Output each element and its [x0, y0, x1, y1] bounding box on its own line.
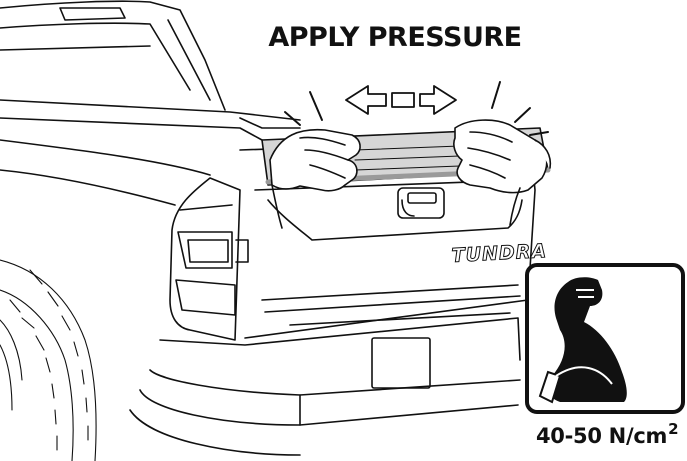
tailgate-handle	[397, 187, 445, 219]
tail-light	[169, 177, 249, 341]
pressure-spec: 40-50 N/cm2	[536, 420, 686, 448]
rear-bumper	[129, 317, 521, 456]
tundra-badge: TUNDRA	[451, 240, 547, 267]
apply-pressure-title: APPLY PRESSURE	[268, 22, 522, 53]
double-arrow-icon	[345, 85, 457, 115]
emphasis-lines	[284, 81, 549, 136]
right-hand	[453, 119, 552, 226]
rear-tire	[0, 259, 97, 461]
left-hand	[269, 128, 361, 229]
strong-arm-icon	[525, 263, 685, 414]
truck-bed	[0, 99, 301, 206]
pressure-exponent: 2	[668, 420, 679, 438]
pressure-value: 40-50 N/cm	[536, 424, 668, 448]
truck-cab	[0, 0, 226, 111]
